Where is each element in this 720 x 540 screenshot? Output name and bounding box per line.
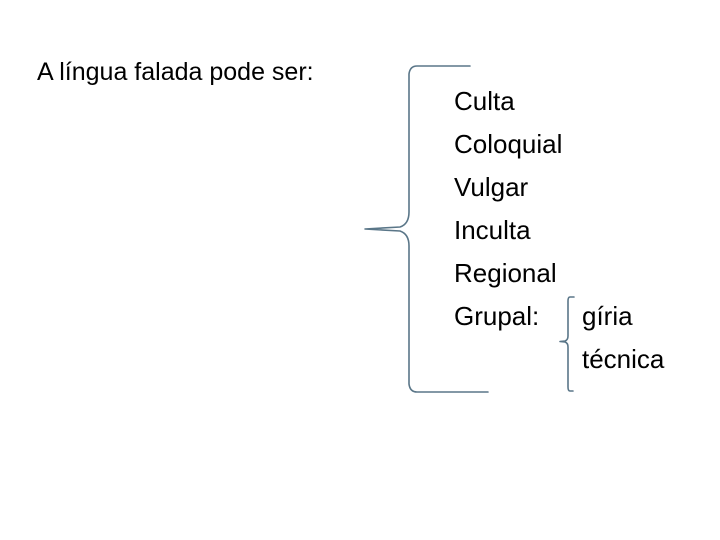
list-item: Culta <box>454 86 515 116</box>
list-item: Coloquial <box>454 129 563 159</box>
grupal-subitem-giria: gíria <box>582 301 633 331</box>
grupal-subitem-tecnica: técnica <box>582 344 665 374</box>
register-list: Culta Coloquial Vulgar Inculta Regional … <box>454 80 720 381</box>
page-title: A língua falada pode ser: <box>37 58 314 86</box>
grupal-label: Grupal: <box>454 301 540 331</box>
list-item: Regional <box>454 258 557 288</box>
list-item: Inculta <box>454 215 531 245</box>
list-item-grupal: Grupal: gíria <box>454 295 720 338</box>
list-item: Vulgar <box>454 172 529 202</box>
